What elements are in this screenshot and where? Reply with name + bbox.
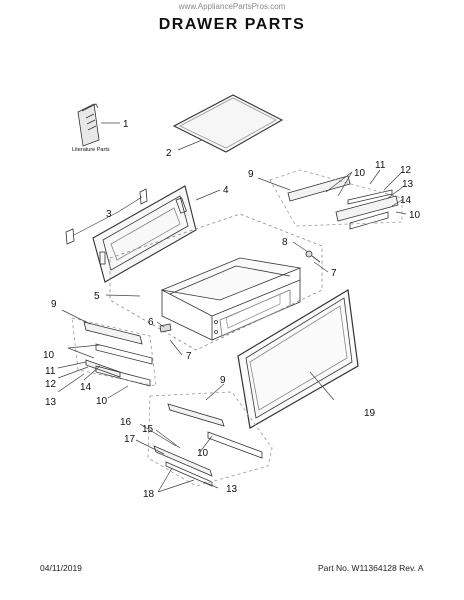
callout-17: 17 — [124, 434, 136, 445]
callout-7b: 7 — [331, 268, 337, 279]
callout-14a: 14 — [400, 195, 412, 206]
footer-date: 04/11/2019 — [40, 563, 82, 573]
bottom-rail-assembly — [147, 391, 273, 487]
screw-part — [305, 250, 321, 263]
callout-3: 3 — [106, 209, 112, 220]
leader-lines — [57, 122, 407, 493]
callout-10c: 10 — [43, 350, 55, 361]
left-slide-rail — [71, 317, 157, 387]
callout-10b: 10 — [409, 210, 421, 221]
callout-9c: 9 — [220, 375, 226, 386]
callout-10d: 10 — [96, 396, 108, 407]
watermark: www.AppliancePartsPros.com — [178, 2, 286, 11]
footer-part-number: Part No. W11364128 Rev. A — [318, 563, 424, 573]
callout-13a: 13 — [402, 179, 414, 190]
callout-9b: 9 — [51, 299, 57, 310]
callout-10a: 10 — [354, 168, 366, 179]
callout-1: 1 — [123, 119, 129, 130]
callout-10e: 10 — [197, 448, 209, 459]
back-panel-brackets — [65, 188, 148, 245]
callout-5: 5 — [94, 291, 100, 302]
drawer-bottom-panel — [172, 94, 284, 153]
callout-7a: 7 — [186, 351, 192, 362]
callout-14b: 14 — [80, 382, 92, 393]
callout-8: 8 — [282, 237, 288, 248]
literature-parts-label: Literature Parts — [72, 147, 110, 153]
callout-9a: 9 — [248, 169, 254, 180]
callout-18: 18 — [143, 489, 155, 500]
callout-12a: 12 — [400, 165, 412, 176]
drawer-back-panel — [92, 185, 197, 283]
callout-11b: 11 — [45, 366, 56, 377]
callout-16: 16 — [120, 417, 132, 428]
callout-19: 19 — [364, 408, 376, 419]
callout-4: 4 — [223, 185, 229, 196]
literature-part — [77, 103, 100, 147]
callout-13b: 13 — [45, 397, 57, 408]
callout-6: 6 — [148, 317, 154, 328]
callout-12b: 12 — [45, 379, 57, 390]
drawer-front-panel — [237, 289, 359, 429]
upper-right-slide-rail — [269, 169, 403, 230]
callout-13c: 13 — [226, 484, 238, 495]
callout-15: 15 — [142, 424, 154, 435]
drawer-box — [160, 257, 302, 341]
callout-11a: 11 — [375, 160, 386, 171]
callout-2: 2 — [166, 148, 172, 159]
page-title: DRAWER PARTS — [158, 16, 306, 33]
